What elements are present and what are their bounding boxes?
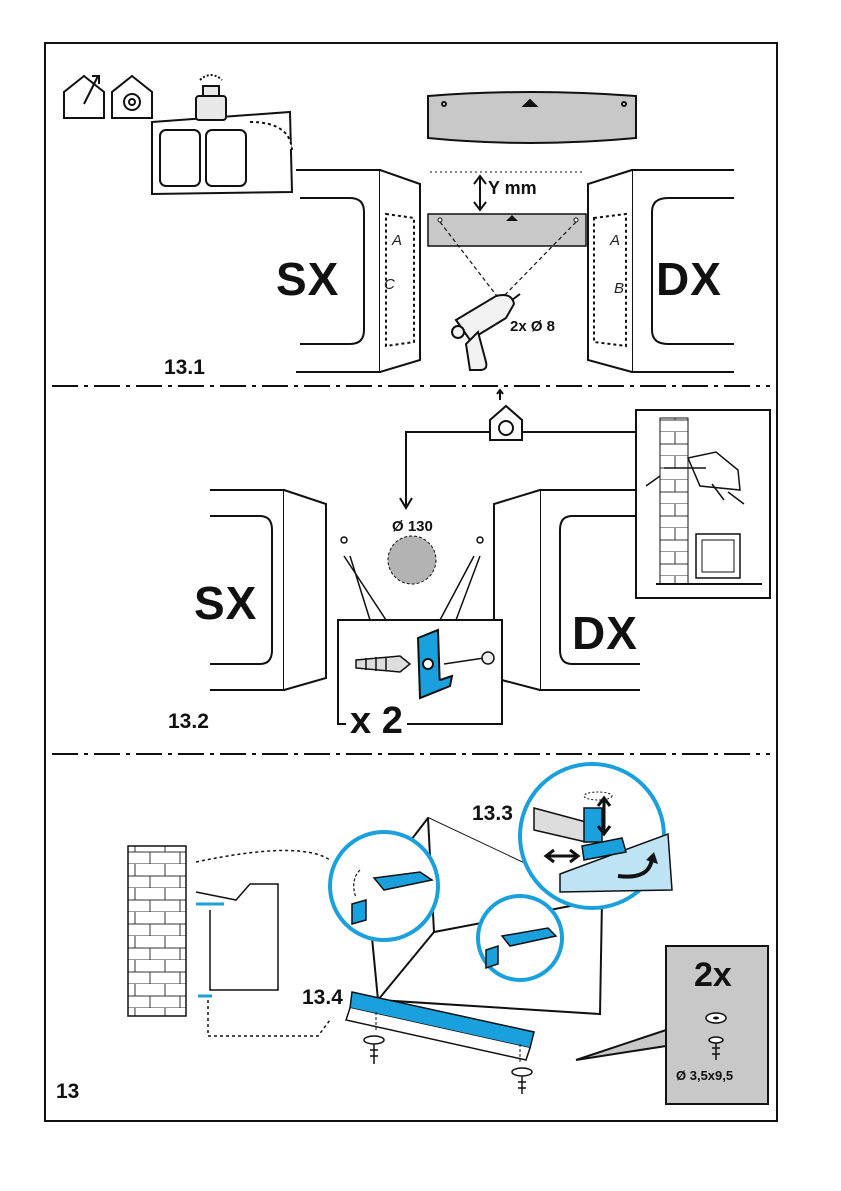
right-side-label-2: DX [572, 606, 638, 660]
step-13-2-label: 13.2 [168, 710, 209, 734]
duct-arrow [400, 432, 490, 508]
right-letter-a: A [610, 232, 620, 249]
weight-icon [196, 75, 226, 120]
drill-size-label: 2x Ø 8 [510, 318, 555, 335]
house-recirculate-icon [112, 76, 152, 118]
right-letter-b: B [614, 280, 624, 297]
cabinet-right-2 [494, 490, 640, 690]
brick-wall [128, 846, 186, 1016]
detail-circle-middle [478, 896, 562, 980]
screw-size-label: Ø 3,5x9,5 [676, 1068, 733, 1083]
detail-circle-left [330, 832, 438, 940]
quantity-label: x 2 [346, 700, 407, 743]
parts-panel [576, 946, 768, 1104]
distance-label: Y mm [488, 178, 537, 199]
wall-inset [636, 410, 770, 598]
right-side-label-1: DX [656, 252, 722, 306]
page-number: 13 [56, 1080, 79, 1104]
template-sheet [428, 92, 636, 143]
duct-diameter-label: Ø 130 [392, 518, 433, 535]
left-letter-c: C [384, 276, 395, 293]
step-13-1-label: 13.1 [164, 356, 205, 380]
house-vent-out-icon [64, 76, 104, 118]
wall-cabinets [152, 112, 292, 194]
house-fan-icon [490, 390, 522, 440]
left-side-label-2: SX [194, 576, 257, 630]
parts-count-label: 2x [694, 956, 732, 995]
duct-hole [388, 536, 436, 584]
washer-icon [706, 1013, 726, 1023]
left-letter-a: A [392, 232, 402, 249]
detail-circle-13-3 [520, 764, 672, 908]
left-side-label-1: SX [276, 252, 339, 306]
step-13-3-label: 13.3 [472, 802, 513, 826]
step-13-4-label: 13.4 [302, 986, 343, 1010]
